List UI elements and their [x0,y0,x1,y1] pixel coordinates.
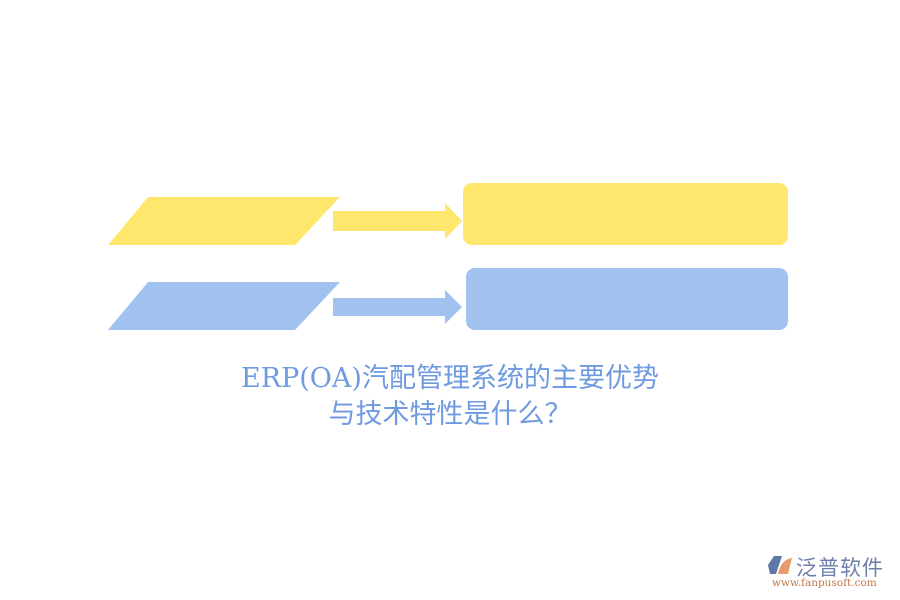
title-line-1: ERP(OA)汽配管理系统的主要优势 [241,363,659,394]
yellow-parallelogram [108,197,340,245]
fanpu-logo-icon [768,556,792,574]
blue-parallelogram [108,282,340,330]
yellow-arrow [333,203,462,239]
blue-arrow [333,290,462,324]
title-line-2: 与技术特性是什么？ [328,399,572,430]
brand-logo[interactable]: 泛普软件 www.fanpusoft.com [768,552,898,592]
brand-name: 泛普软件 [796,556,884,580]
blue-box [466,268,788,330]
brand-url: www.fanpusoft.com [772,577,877,589]
yellow-box [463,183,788,245]
